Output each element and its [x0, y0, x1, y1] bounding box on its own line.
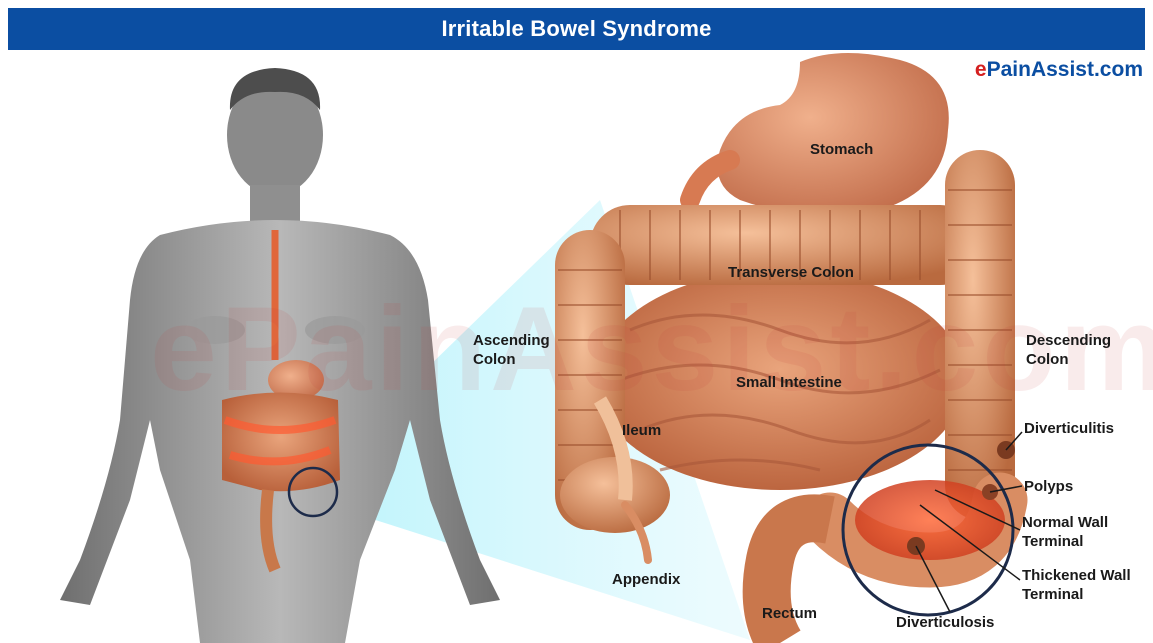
label-ascending-colon-line1: Ascending: [473, 331, 550, 350]
label-normal-wall-line2: Terminal: [1022, 532, 1083, 551]
label-stomach: Stomach: [810, 140, 873, 159]
label-ileum: Ileum: [622, 421, 661, 440]
rectum-shape: [767, 518, 830, 643]
watermark: ePainAssist.com: [150, 280, 1153, 418]
label-transverse-colon: Transverse Colon: [728, 263, 854, 282]
label-ascending-colon-line2: Colon: [473, 350, 516, 369]
label-normal-wall-line1: Normal Wall: [1022, 513, 1108, 532]
label-appendix: Appendix: [612, 570, 680, 589]
label-thickened-wall-line1: Thickened Wall: [1022, 566, 1131, 585]
label-small-intestine: Small Intestine: [736, 373, 842, 392]
label-descending-colon-line2: Colon: [1026, 350, 1069, 369]
label-diverticulosis: Diverticulosis: [896, 613, 994, 632]
label-thickened-wall-line2: Terminal: [1022, 585, 1083, 604]
label-diverticulitis: Diverticulitis: [1024, 419, 1114, 438]
label-descending-colon-line1: Descending: [1026, 331, 1111, 350]
stomach-shape: [718, 53, 949, 214]
label-rectum: Rectum: [762, 604, 817, 623]
label-polyps: Polyps: [1024, 477, 1073, 496]
